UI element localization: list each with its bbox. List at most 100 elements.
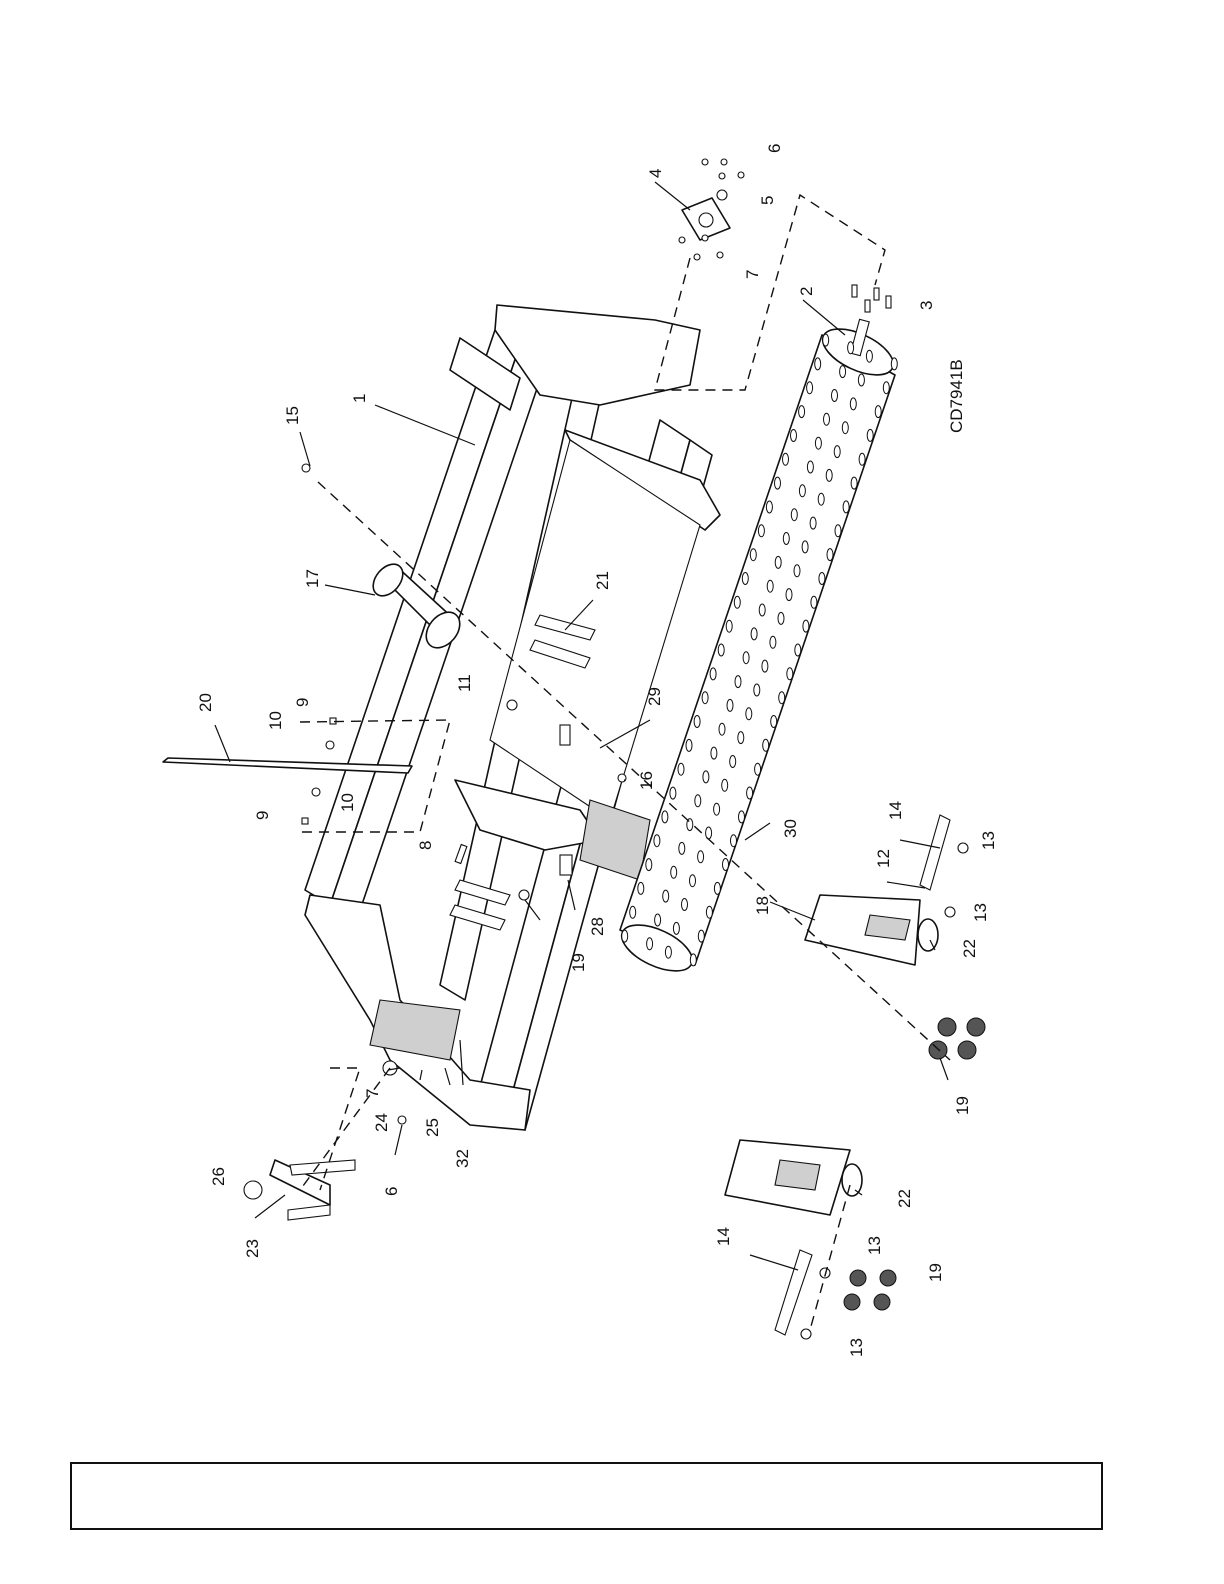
roller-spike [851,477,857,489]
roller-spike [807,461,813,473]
footer-box [70,1462,1103,1530]
roller-spike [746,708,752,720]
roller-spike [671,866,677,878]
callout-label: 10 [266,711,285,730]
roller-spike [827,549,833,561]
roller-spike [883,382,889,394]
callout-label: 28 [588,917,607,936]
roller-spike [739,811,745,823]
callout-label: 20 [196,693,215,712]
roller-spike [690,875,696,887]
roller-spike [835,525,841,537]
roller-spike [714,803,720,815]
roller-spike [799,406,805,418]
roller-spike [840,366,846,378]
roller-spike [826,469,832,481]
roller-spike [850,398,856,410]
callout-label: 19 [953,1096,972,1115]
roller-spike [750,549,756,561]
roller-spike [638,882,644,894]
roller-spike [655,914,661,926]
roller-spike [803,620,809,632]
roller-spike [791,509,797,521]
callout-label: 5 [758,196,777,205]
callout-label: 13 [847,1338,866,1357]
roller-spike [791,430,797,442]
roller-spike [824,413,830,425]
roller-spike [815,437,821,449]
roller-spike [763,739,769,751]
roller-spike [682,899,688,911]
roller-spike [818,493,824,505]
roller-spike [670,787,676,799]
roller-spike [743,652,749,664]
roller-spike [762,660,768,672]
callout-label: 14 [886,801,905,820]
roller-spike [866,350,872,362]
callout-label: 12 [874,849,893,868]
callout-label: 23 [243,1239,262,1258]
roller-spike [723,859,729,871]
roller-spike [694,716,700,728]
roller-spike [770,636,776,648]
roller-spike [807,382,813,394]
roller-spike [710,668,716,680]
callout-label: 6 [765,144,784,153]
roller-spike [654,835,660,847]
callout-label: 9 [293,698,312,707]
roller-spike [795,644,801,656]
roller-spike [662,811,668,823]
callout-label: 11 [455,674,474,692]
callout-label: 13 [865,1236,884,1255]
roller-spike [842,422,848,434]
roller-spike [867,429,873,441]
callout-label: 2 [797,287,816,296]
roller-spike [738,732,744,744]
roller-spike [766,501,772,513]
callout-label: 26 [209,1167,228,1186]
roller-spike [815,358,821,370]
callout-label: 29 [645,687,664,706]
roller-spike [702,692,708,704]
roller-spike [794,565,800,577]
roller-spike [630,906,636,918]
roller-spike [767,580,773,592]
callout-label: 32 [453,1149,472,1168]
callout-label: 6 [382,1187,401,1196]
callout-label: 22 [895,1189,914,1208]
roller-spike [742,573,748,585]
roller-spike [703,771,709,783]
roller-spike [843,501,849,513]
roller-spike [663,890,669,902]
roller-spike [711,747,717,759]
callout-label: 18 [753,896,772,915]
roller-spike [706,906,712,918]
roller-spike [758,525,764,537]
roller-spike [823,334,829,346]
roller-spike [686,739,692,751]
callout-label: 9 [253,811,272,820]
callout-label: 3 [917,301,936,310]
roller-spike [778,612,784,624]
roller-spike [754,684,760,696]
roller-spike [858,374,864,386]
roller-spike [646,859,652,871]
roller-spike [783,533,789,545]
callout-label: 7 [743,270,762,279]
callout-label: 19 [569,953,588,972]
roller-spike [799,485,805,497]
roller-spike [775,556,781,568]
roller-spike [819,573,825,585]
callout-label: 19 [926,1263,945,1282]
callout-label: 13 [979,831,998,850]
callout-label: 1 [350,394,369,403]
roller-spike [647,938,653,950]
callout-label: 16 [637,771,656,790]
callout-label: 21 [593,571,612,590]
callout-label: 10 [338,793,357,812]
callout-label: 13 [971,903,990,922]
roller-spike [665,946,671,958]
arm-bracket-upper [805,815,968,965]
roller-spike [759,604,765,616]
